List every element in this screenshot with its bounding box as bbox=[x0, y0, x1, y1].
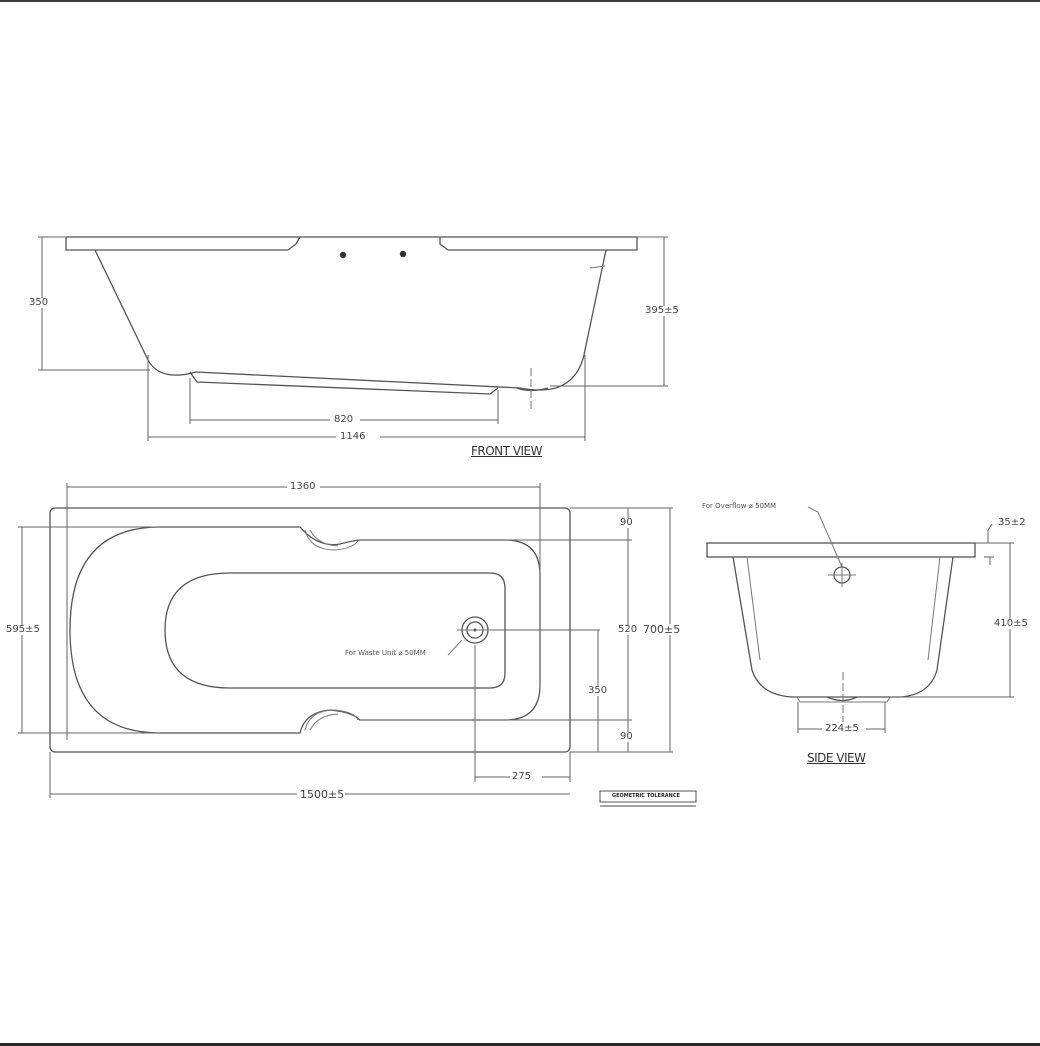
tap-hole-icon bbox=[399, 250, 407, 258]
tolerance-label: GEOMETRIC TOLERANCE bbox=[612, 793, 680, 799]
side-view bbox=[706, 506, 1014, 733]
dim-front-base-length: 820 bbox=[334, 414, 354, 425]
dim-basin-width: 520 bbox=[618, 624, 638, 635]
dim-front-left-height: 350 bbox=[29, 297, 49, 308]
waste-unit-label: For Waste Unit ⌀ 50MM bbox=[345, 649, 426, 657]
front-view-title: FRONT VIEW bbox=[471, 444, 543, 458]
top-border bbox=[0, 0, 1040, 2]
front-view bbox=[38, 236, 668, 441]
dim-waste-offset-y: 350 bbox=[588, 685, 608, 696]
dim-waste-offset-x: 275 bbox=[512, 771, 532, 782]
dim-overall-length: 1500±5 bbox=[300, 788, 345, 801]
plan-view bbox=[18, 483, 697, 807]
dim-inner-length: 1360 bbox=[290, 481, 316, 492]
dim-side-height: 410±5 bbox=[994, 618, 1028, 629]
dim-rim-top: 90 bbox=[620, 517, 633, 528]
dim-rim-bottom: 90 bbox=[620, 731, 633, 742]
dim-side-base-width: 224±5 bbox=[825, 723, 859, 734]
bottom-border bbox=[0, 1043, 1040, 1046]
tap-hole-icon bbox=[339, 251, 347, 259]
dim-front-bottom-length: 1146 bbox=[340, 431, 366, 442]
dim-overall-width: 700±5 bbox=[643, 623, 681, 636]
side-view-title: SIDE VIEW bbox=[807, 751, 866, 765]
dim-inner-width: 595±5 bbox=[6, 624, 40, 635]
dim-front-right-height: 395±5 bbox=[645, 305, 679, 316]
tolerance-box bbox=[599, 790, 697, 803]
dim-rim-thickness: 35±2 bbox=[998, 517, 1026, 528]
overflow-label: For Overflow ⌀ 50MM bbox=[702, 502, 777, 510]
